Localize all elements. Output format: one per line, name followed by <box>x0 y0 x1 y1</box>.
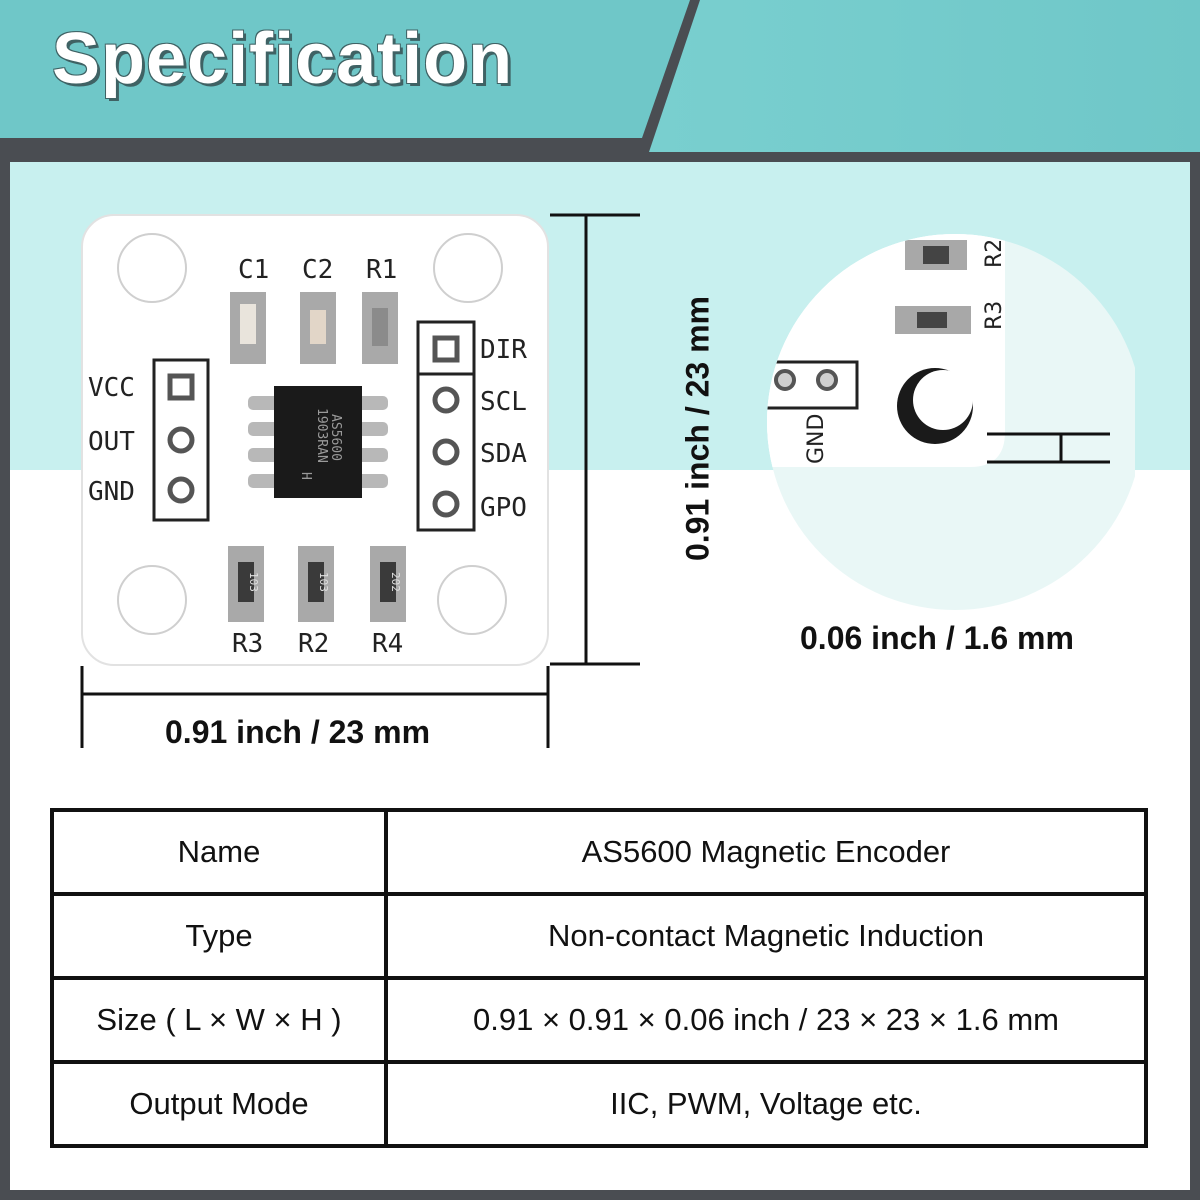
svg-text:103: 103 <box>247 572 260 592</box>
right-header-outline <box>416 320 476 532</box>
left-pin-labels: VCC OUT GND <box>88 373 135 507</box>
table-row: Output Mode IIC, PWM, Voltage etc. <box>50 1060 1148 1148</box>
svg-text:H: H <box>298 472 313 480</box>
svg-text:GND: GND <box>804 414 829 464</box>
mounting-holes <box>117 233 507 635</box>
dimension-lines <box>80 213 640 748</box>
svg-text:R4: R4 <box>372 629 403 659</box>
cap-label: C2 <box>302 255 333 285</box>
svg-text:R3: R3 <box>982 301 1007 330</box>
thickness-dimension-label: 0.06 inch / 1.6 mm <box>800 620 1074 656</box>
width-dimension-label: 0.91 inch / 23 mm <box>165 714 431 750</box>
svg-text:202: 202 <box>389 572 402 592</box>
spec-key: Type <box>50 892 388 980</box>
svg-text:VCC: VCC <box>88 373 135 403</box>
spec-key: Output Mode <box>50 1060 388 1148</box>
svg-text:SCL: SCL <box>480 387 527 417</box>
svg-text:R2: R2 <box>298 629 329 659</box>
table-row: Size ( L × W × H ) 0.91 × 0.91 × 0.06 in… <box>50 976 1148 1064</box>
top-components <box>230 292 398 364</box>
svg-text:OUT: OUT <box>88 427 135 457</box>
header-divider <box>0 152 1200 162</box>
table-row: Type Non-contact Magnetic Induction <box>50 892 1148 980</box>
frame-bottom <box>0 1190 1200 1200</box>
svg-text:AS5600: AS5600 <box>328 414 343 461</box>
title-tab <box>0 0 690 138</box>
bottom-resistor-labels: R3 R2 R4 <box>232 629 403 659</box>
spec-key: Size ( L × W × H ) <box>50 976 388 1064</box>
svg-text:DIR: DIR <box>480 335 527 365</box>
page-title: Specification <box>52 19 514 99</box>
svg-text:SDA: SDA <box>480 439 527 469</box>
spec-value: IIC, PWM, Voltage etc. <box>384 1060 1148 1148</box>
spec-table: Name AS5600 Magnetic Encoder Type Non-co… <box>50 808 1148 1148</box>
right-header-pins <box>432 335 460 518</box>
bottom-resistors <box>228 546 406 622</box>
svg-text:1903RAN: 1903RAN <box>314 408 329 463</box>
board-illustration: C1 C2 R1 VCC OUT GND <box>80 213 640 748</box>
cap-label: C1 <box>238 255 269 285</box>
spec-value: AS5600 Magnetic Encoder <box>384 808 1148 896</box>
height-dimension-label: 0.91 inch / 23 mm <box>679 296 716 562</box>
svg-text:GND: GND <box>88 477 135 507</box>
right-pin-labels: DIR SCL SDA GPO <box>480 335 527 523</box>
svg-text:GPO: GPO <box>480 493 527 523</box>
top-component-labels: C1 C2 R1 <box>238 255 397 285</box>
resistor-codes: 103 103 202 <box>247 572 402 592</box>
zoom-thickness-marker <box>987 432 1110 464</box>
frame-right <box>1190 152 1200 1200</box>
left-header-outline <box>152 358 210 522</box>
spec-key: Name <box>50 808 388 896</box>
frame-left <box>0 152 10 1200</box>
table-row: Name AS5600 Magnetic Encoder <box>50 808 1148 896</box>
left-header-pins <box>167 373 195 504</box>
svg-text:R3: R3 <box>232 629 263 659</box>
spec-value: Non-contact Magnetic Induction <box>384 892 1148 980</box>
edge-zoom-illustration: R2 R3 GND <box>767 234 1135 610</box>
spec-value: 0.91 × 0.91 × 0.06 inch / 23 × 23 × 1.6 … <box>384 976 1148 1064</box>
chip: AS5600 1903RAN H <box>248 386 388 498</box>
svg-text:R2: R2 <box>982 239 1007 268</box>
res-label: R1 <box>366 255 397 285</box>
zoom-labels: R2 R3 GND <box>804 239 1007 464</box>
svg-text:103: 103 <box>317 572 330 592</box>
